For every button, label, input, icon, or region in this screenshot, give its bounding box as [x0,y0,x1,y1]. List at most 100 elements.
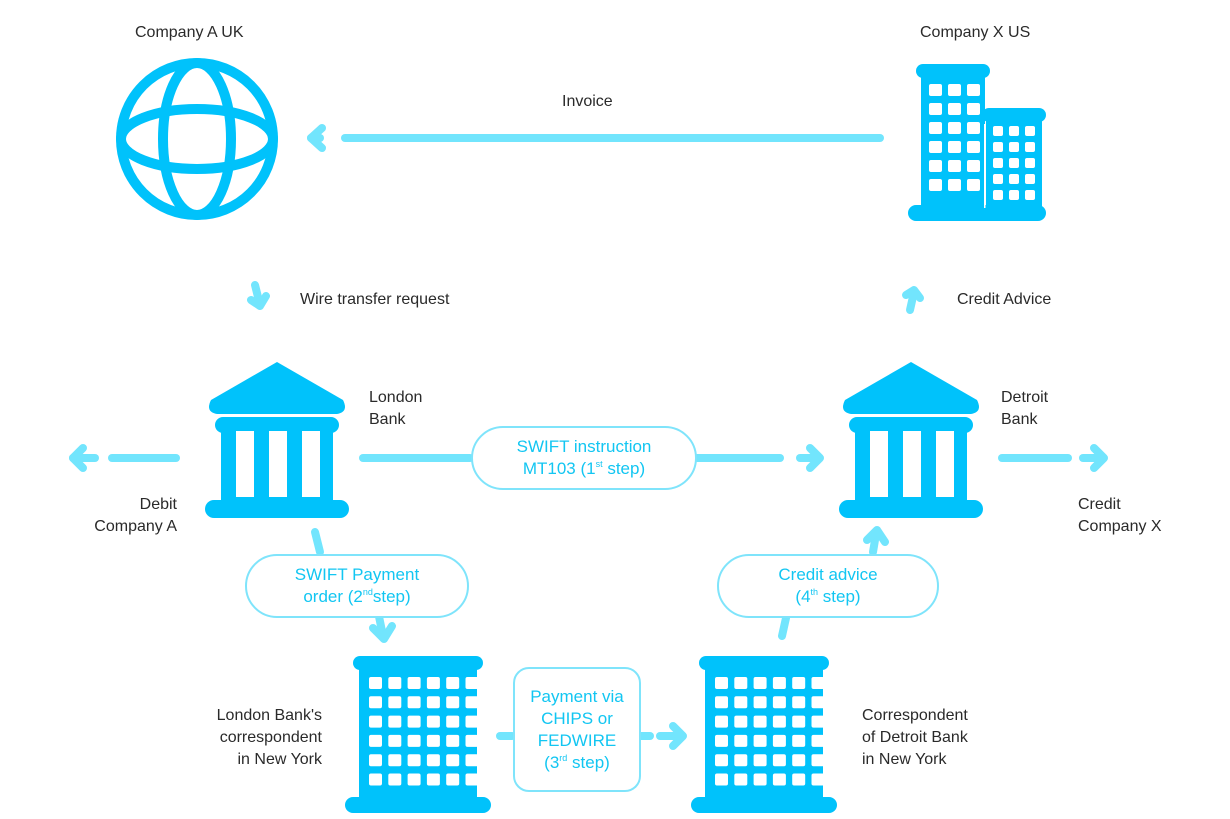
window [407,715,421,728]
window [772,734,786,747]
window [465,754,479,767]
window [929,122,942,134]
window [715,715,728,728]
window [734,677,748,689]
step3-chips-fedwire: Payment via CHIPS or FEDWIRE (3rd step) [513,667,641,792]
window [715,773,728,786]
window [753,715,767,728]
window [811,754,825,767]
credit-advice-arrow [902,286,924,314]
window [772,677,786,689]
window [388,754,402,767]
london-corr-line2: correspondent [219,729,322,746]
london-correspondent-label: London Bank's correspondent in New York [160,705,322,771]
step4-line2-pre: (4 [795,587,811,606]
step4-line2-post: step) [818,587,861,606]
window [993,158,1003,168]
window [446,696,460,709]
window [426,696,440,709]
column-gap [903,431,921,497]
credit-arrow [998,444,1108,472]
step3-line4: (3rd step) [544,752,610,774]
invoice-label: Invoice [562,93,613,110]
window [993,126,1003,136]
window [929,84,942,96]
window [369,773,382,786]
debit-line1: Debit [139,496,177,513]
detroit-bank-label: Detroit Bank [1001,387,1048,431]
window [465,773,479,786]
credit-line1: Credit [1078,496,1121,513]
window [811,696,825,709]
window [734,773,748,786]
window [772,773,786,786]
roof [209,362,345,414]
window [993,174,1003,184]
window [426,677,440,689]
window [407,734,421,747]
step1-line2-pre: MT103 (1 [522,459,596,478]
credit-line2: Company X [1078,518,1162,535]
london-corr-line1: London Bank's [216,707,322,724]
window [388,734,402,747]
step1-line2: MT103 (1st step) [523,458,645,480]
column-gap [302,431,320,497]
company-x-label: Company X US [920,24,1031,41]
window [929,103,942,115]
base [691,797,837,813]
detroit-bank-line1: Detroit [1001,389,1049,406]
window [967,160,980,172]
window [929,179,942,191]
column-gap [236,431,254,497]
london-corr-line3: in New York [237,751,323,768]
window [1025,142,1035,152]
window [1009,126,1019,136]
step4-credit-advice: Credit advice (4th step) [717,554,939,618]
step2-line2-post: step) [372,587,411,606]
window [426,734,440,747]
window [929,160,942,172]
invoice-arrow [307,124,884,152]
window [772,715,786,728]
window [792,715,806,728]
divider [984,124,986,208]
window [967,122,980,134]
window [388,677,402,689]
window [792,677,806,689]
step3-connector [496,722,687,750]
window [948,160,961,172]
window [753,734,767,747]
window [446,754,460,767]
step1-sup: st [595,459,603,469]
window [1009,174,1019,184]
step3-line4-pre: (3 [544,752,560,772]
window [446,677,460,689]
base [839,500,983,518]
window [1009,190,1019,200]
detroit-corr-line3: in New York [862,751,947,768]
window [1025,174,1035,184]
window [369,696,382,709]
company-a-label: Company A UK [135,24,244,41]
step4-sup: th [810,587,819,597]
globe-icon [116,58,278,220]
window [792,773,806,786]
window [407,754,421,767]
base [345,797,491,813]
window [388,715,402,728]
window [948,141,961,153]
step1-connector [359,444,824,472]
window [753,773,767,786]
window [753,696,767,709]
window [465,715,479,728]
window [967,141,980,153]
base [205,500,349,518]
window [426,773,440,786]
wire-request-arrow [247,281,270,310]
window [715,754,728,767]
step2-line2-pre: order (2 [303,587,363,606]
window [465,696,479,709]
window [1025,190,1035,200]
window [1025,126,1035,136]
